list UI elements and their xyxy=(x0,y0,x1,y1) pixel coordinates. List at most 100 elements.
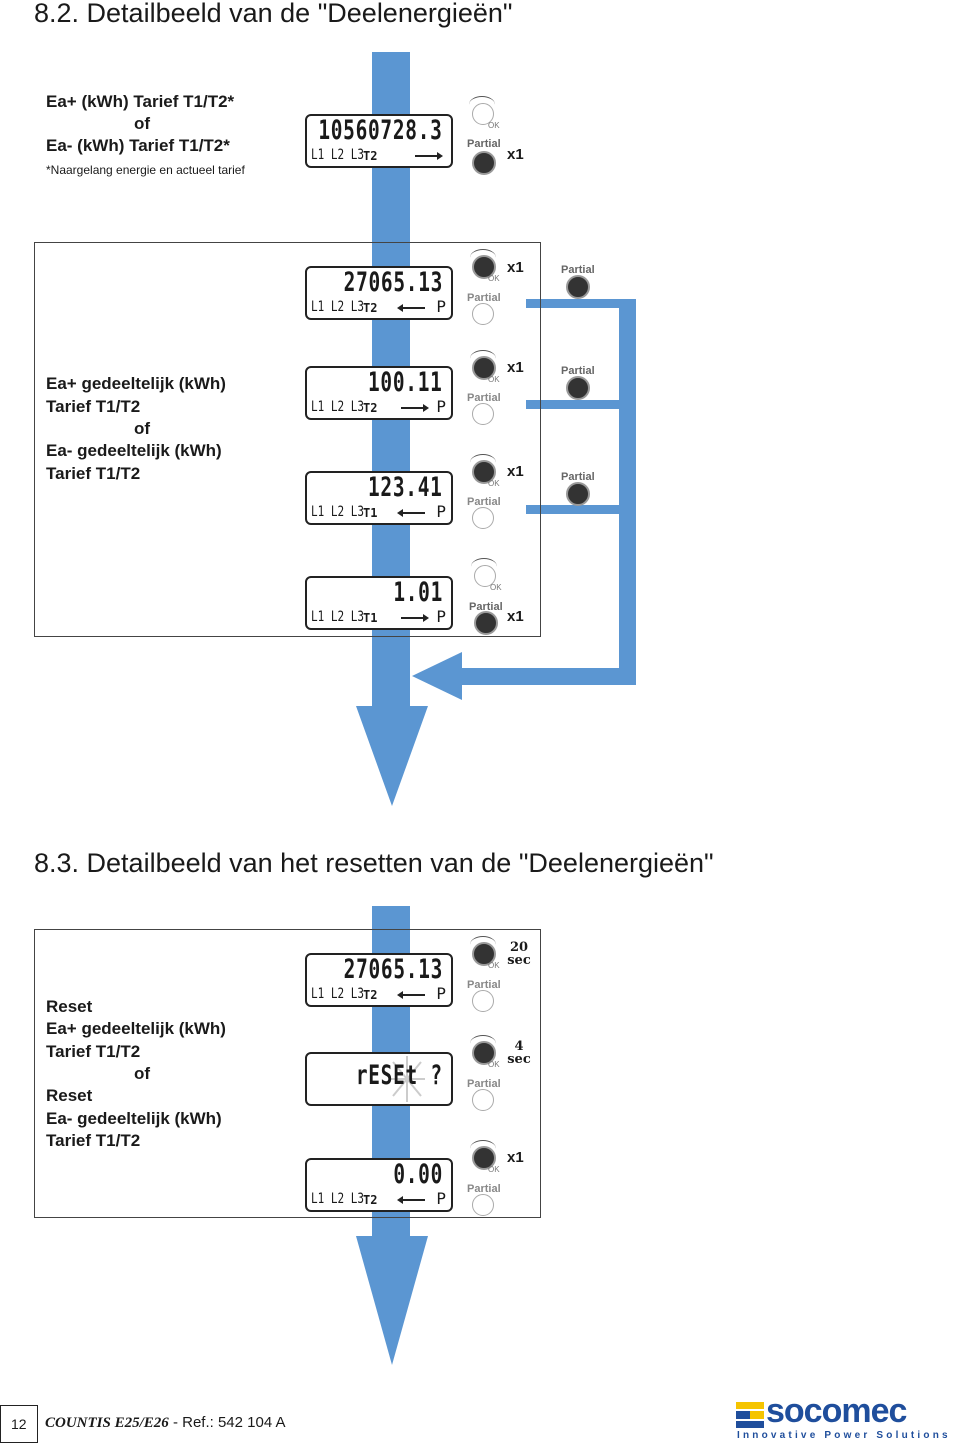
ok-button[interactable] xyxy=(470,249,496,279)
partial-label: Partial xyxy=(467,1078,501,1090)
ok-label: OK xyxy=(490,583,502,592)
reset-desc-line-6: Ea- gedeeltelijk (kWh) xyxy=(46,1109,222,1128)
lcd-tariff: T1 xyxy=(363,506,378,520)
partial-button[interactable] xyxy=(472,403,494,425)
section-title-8-3: 8.3. Detailbeeld van het resetten van de… xyxy=(34,848,714,878)
lcd-value: 123.41 xyxy=(368,472,443,503)
footer-reference: COUNTIS E25/E26 - Ref.: 542 104 A xyxy=(45,1414,286,1432)
reset-desc-line-2: Ea+ gedeeltelijk (kWh) xyxy=(46,1019,226,1038)
press-count: x1 xyxy=(507,463,524,480)
partial-energy-frame xyxy=(34,242,541,637)
lcd-tariff: T2 xyxy=(363,149,378,163)
partial-label: Partial xyxy=(467,138,501,150)
ref-number: - Ref.: 542 104 A xyxy=(168,1414,286,1431)
hold-timer-4: 4 sec xyxy=(505,1040,533,1066)
rotate-cw-icon xyxy=(471,558,497,575)
brand-name: socomec xyxy=(766,1392,907,1430)
partial-button[interactable] xyxy=(472,990,494,1012)
rotate-cw-icon xyxy=(470,936,496,953)
partial-button-hold[interactable] xyxy=(566,275,590,299)
press-count: x1 xyxy=(507,608,524,625)
partial-label: Partial xyxy=(561,471,595,483)
rotate-cw-icon xyxy=(469,96,495,113)
partial-button[interactable] xyxy=(472,1089,494,1111)
blink-burst-icon xyxy=(389,1056,425,1102)
partial-button[interactable] xyxy=(472,303,494,325)
rotate-cw-icon xyxy=(470,249,496,266)
ok-button[interactable] xyxy=(470,350,496,380)
partial-label: Partial xyxy=(561,264,595,276)
reset-desc-line-7: Tarief T1/T2 xyxy=(46,1131,141,1150)
timer-unit: sec xyxy=(507,1052,531,1067)
partial-label: Partial xyxy=(467,392,501,404)
lcd-tariff: T2 xyxy=(363,988,378,1002)
lcd-tariff: T2 xyxy=(363,401,378,415)
ok-button[interactable] xyxy=(469,96,495,125)
desc-line-2: Tarief T1/T2 xyxy=(46,397,141,416)
ok-label: OK xyxy=(488,375,500,384)
reset-desc-line-5: Reset xyxy=(46,1086,93,1105)
partial-label: Partial xyxy=(467,1183,501,1195)
lcd-p-indicator: P xyxy=(436,502,446,521)
desc-line-1: Ea+ gedeeltelijk (kWh) xyxy=(46,374,226,393)
page-number-box: 12 xyxy=(0,1405,38,1443)
press-count: x1 xyxy=(507,359,524,376)
lcd-value: 10560728.3 xyxy=(318,115,443,146)
loop-right-bar xyxy=(619,299,636,685)
loop-return-bar xyxy=(460,668,636,685)
partial-button-hold[interactable] xyxy=(566,376,590,400)
main-flow-arrowhead xyxy=(356,706,428,806)
lcd-phases: L1 L2 L3 xyxy=(311,503,364,520)
desc-line-5: Tarief T1/T2 xyxy=(46,464,141,483)
lcd-value: 27065.13 xyxy=(343,267,443,298)
press-count: x1 xyxy=(507,146,524,163)
lcd-phases: L1 L2 L3 xyxy=(311,1190,364,1207)
partial-label: Partial xyxy=(467,292,501,304)
lcd-display-partial-t1: 123.41 L1 L2 L3 T1 P xyxy=(305,471,453,525)
arrow-left-icon xyxy=(397,304,425,312)
rotate-cw-icon xyxy=(470,454,496,471)
arrow-right-icon xyxy=(401,404,429,412)
rotate-cw-icon xyxy=(470,1035,496,1052)
intro-note: *Naargelang energie en actueel tarief xyxy=(46,163,245,177)
product-name: COUNTIS E25/E26 xyxy=(45,1415,169,1431)
reset-flow-arrowhead xyxy=(356,1236,428,1365)
lcd-p-indicator: P xyxy=(436,297,446,316)
reset-desc-line-1: Reset xyxy=(46,997,93,1016)
arrow-right-icon xyxy=(415,152,443,160)
partial-label: Partial xyxy=(467,979,501,991)
partial-button[interactable] xyxy=(472,151,496,175)
ok-label: OK xyxy=(488,479,500,488)
ok-button[interactable] xyxy=(470,454,496,484)
partial-button[interactable] xyxy=(472,507,494,529)
ok-label: OK xyxy=(488,1165,500,1174)
lcd-value: 1.01 xyxy=(393,577,443,608)
partial-button-hold[interactable] xyxy=(566,482,590,506)
press-count: x1 xyxy=(507,1149,524,1166)
desc-line-3: of xyxy=(134,419,151,438)
arrow-right-icon xyxy=(401,614,429,622)
intro-line-3: Ea- (kWh) Tarief T1/T2* xyxy=(46,136,230,155)
ok-label: OK xyxy=(488,274,500,283)
press-count: x1 xyxy=(507,259,524,276)
intro-line-1: Ea+ (kWh) Tarief T1/T2* xyxy=(46,92,235,111)
partial-button[interactable] xyxy=(472,1194,494,1216)
lcd-p-indicator: P xyxy=(436,607,446,626)
lcd-phases: L1 L2 L3 xyxy=(311,985,364,1002)
arrow-left-icon xyxy=(397,991,425,999)
lcd-value: 27065.13 xyxy=(343,954,443,985)
lcd-display-partial-total: 27065.13 L1 L2 L3 T2 P xyxy=(305,266,453,320)
ok-button[interactable] xyxy=(470,936,496,966)
lcd-display-before-reset: 27065.13 L1 L2 L3 T2 P xyxy=(305,953,453,1007)
loop-mid-connector xyxy=(526,400,626,409)
timer-unit: sec xyxy=(507,953,531,968)
ok-button[interactable] xyxy=(470,1035,496,1065)
lcd-phases: L1 L2 L3 xyxy=(311,298,364,315)
ok-button[interactable] xyxy=(470,1140,496,1170)
lcd-tariff: T2 xyxy=(363,301,378,315)
socomec-logo: socomec Innovative Power Solutions xyxy=(736,1392,956,1442)
partial-button[interactable] xyxy=(474,611,498,635)
ok-label: OK xyxy=(488,961,500,970)
ok-button[interactable] xyxy=(471,558,497,587)
